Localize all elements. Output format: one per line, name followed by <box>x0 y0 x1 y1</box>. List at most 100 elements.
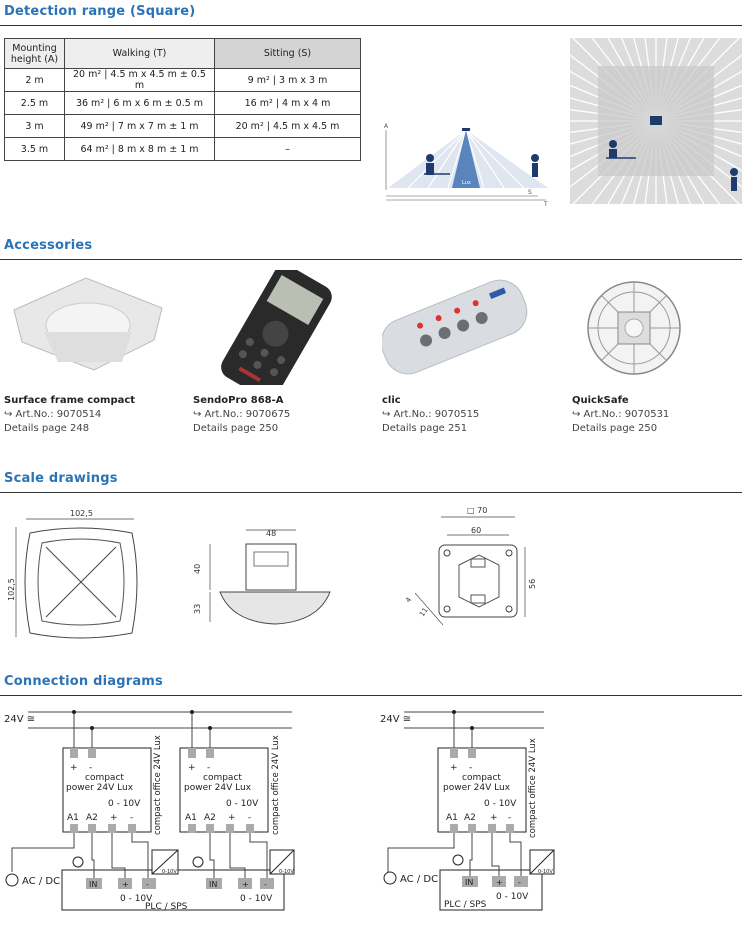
table-row: 2.5 m 36 m² | 6 m x 6 m ± 0.5 m 16 m² | … <box>4 91 361 115</box>
accessory-card: SendoPro 868-A ↪ Art.No.: 9070675 Detail… <box>193 264 373 434</box>
device-label-2: power 24V Lux <box>184 783 252 793</box>
section-rule <box>0 492 742 493</box>
minus-label: - <box>207 763 210 773</box>
device-label-1: compact <box>85 773 124 783</box>
table-cell: 20 m² | 4.5 m x 4.5 m <box>214 114 361 138</box>
width-dimension-label: 102,5 <box>70 509 93 518</box>
a2-label: A2 <box>86 813 98 823</box>
device-side-label: compact office 24V Lux <box>528 738 538 838</box>
table-cell: 9 m² | 3 m x 3 m <box>214 68 361 92</box>
in-label: IN <box>89 880 97 889</box>
range-label: 0 - 10V <box>484 799 517 809</box>
accessory-art-no: ↪ Art.No.: 9070515 <box>382 409 480 420</box>
height-dimension-label: 56 <box>528 579 537 589</box>
plus-label: + <box>110 813 118 823</box>
surface-frame-image <box>4 270 169 385</box>
range-label: 0 - 10V <box>120 894 153 904</box>
in-label: IN <box>465 878 473 887</box>
device-label-2: power 24V Lux <box>443 783 511 793</box>
minus-label: - <box>518 878 521 887</box>
range-label: 0 - 10V <box>226 799 259 809</box>
section-title-scale: Scale drawings <box>4 471 118 486</box>
minus-label: - <box>264 880 267 889</box>
section-title-accessories: Accessories <box>4 238 93 253</box>
table-cell: 64 m² | 8 m x 8 m ± 1 m <box>64 137 215 161</box>
width-dimension-label: 48 <box>266 529 276 538</box>
axis-a-label: A <box>384 123 389 130</box>
scale-drawing-base-plate: □ 70 60 56 4 11 <box>404 506 537 626</box>
plc-label: PLC / SPS <box>145 902 188 912</box>
supply-label: 24V ≅ <box>380 714 411 725</box>
sendopro-remote-image <box>193 264 358 400</box>
minus-label: - <box>130 813 133 823</box>
table-cell: 3 m <box>4 114 65 138</box>
scale-drawing-side-view: 48 40 33 <box>193 529 331 625</box>
height-dimension-label: 40 <box>193 564 202 574</box>
plc-label: PLC / SPS <box>444 900 487 910</box>
accessory-name: clic <box>382 395 401 406</box>
quicksafe-cage-image <box>572 270 737 385</box>
plus-label: + <box>122 880 129 889</box>
section-rule <box>0 259 742 260</box>
a1-label: A1 <box>446 813 458 823</box>
minus-label: - <box>469 763 472 773</box>
table-cell: 2 m <box>4 68 65 92</box>
in-label: IN <box>209 880 217 889</box>
signal-label: 0-10V <box>279 869 294 875</box>
table-cell: 49 m² | 7 m x 7 m ± 1 m <box>64 114 215 138</box>
acdc-label: AC / DC <box>22 876 60 887</box>
a1-label: A1 <box>185 813 197 823</box>
side-detection-diagram: A Lux S T <box>384 123 548 208</box>
minus-label: - <box>248 813 251 823</box>
a1-label: A1 <box>67 813 79 823</box>
table-row: 2 m 20 m² | 4.5 m x 4.5 m ± 0.5 m 9 m² |… <box>4 68 361 92</box>
device-side-label: compact office 24V Lux <box>271 735 281 835</box>
a2-label: A2 <box>464 813 476 823</box>
accessory-card: clic ↪ Art.No.: 9070515 Details page 251 <box>380 270 562 434</box>
minus-label: - <box>508 813 511 823</box>
accessory-art-no: ↪ Art.No.: 9070675 <box>193 409 291 420</box>
minus-label: - <box>89 763 92 773</box>
accessory-card: QuickSafe ↪ Art.No.: 9070531 Details pag… <box>572 270 752 434</box>
table-cell: 16 m² | 4 m x 4 m <box>214 91 361 115</box>
plus-label: + <box>242 880 249 889</box>
table-cell: 2.5 m <box>4 91 65 115</box>
signal-label: 0-10V <box>538 869 553 875</box>
table-cell: 20 m² | 4.5 m x 4.5 m ± 0.5 m <box>64 68 215 92</box>
plus-label: + <box>490 813 498 823</box>
table-cell: – <box>214 137 361 161</box>
height-dimension-label: 102,5 <box>7 578 16 601</box>
clic-remote-image <box>380 270 547 385</box>
scale-drawing-top-view: 102,5 102,5 <box>7 509 138 639</box>
header-mounting-height: Mounting height (A) <box>4 38 65 69</box>
plus-label: + <box>188 763 196 773</box>
accessory-name: SendoPro 868-A <box>193 395 284 406</box>
width-dimension-label: 60 <box>471 526 481 535</box>
range-label: 0 - 10V <box>108 799 141 809</box>
axis-s-label: S <box>528 189 532 196</box>
device-label-1: compact <box>203 773 242 783</box>
connection-diagrams: 24V ≅ + - compact power 24V Lux 0 - 10V … <box>4 710 555 912</box>
slot-dimension-label: 4 <box>404 595 413 604</box>
plus-label: + <box>496 878 503 887</box>
plus-label: + <box>228 813 236 823</box>
accessory-name: Surface frame compact <box>4 395 136 406</box>
accessory-card: Surface frame compact ↪ Art.No.: 9070514… <box>4 270 184 434</box>
header-walking: Walking (T) <box>64 38 215 69</box>
section-rule <box>0 695 742 696</box>
header-sitting: Sitting (S) <box>214 38 361 69</box>
depth-dimension-label: 33 <box>193 604 202 614</box>
acdc-label: AC / DC <box>400 874 438 885</box>
section-title-detection: Detection range (Square) <box>4 4 196 19</box>
accessory-art-no: ↪ Art.No.: 9070514 <box>4 409 102 420</box>
range-label: 0 - 10V <box>240 894 273 904</box>
lux-label: Lux <box>462 180 471 186</box>
device-label-2: power 24V Lux <box>66 783 134 793</box>
accessory-details: Details page 250 <box>572 423 658 434</box>
offset-dimension-label: 11 <box>418 606 430 618</box>
table-cell: 36 m² | 6 m x 6 m ± 0.5 m <box>64 91 215 115</box>
device-side-label: compact office 24V Lux <box>153 735 163 835</box>
plus-label: + <box>450 763 458 773</box>
accessory-details: Details page 248 <box>4 423 90 434</box>
minus-label: - <box>146 880 149 889</box>
